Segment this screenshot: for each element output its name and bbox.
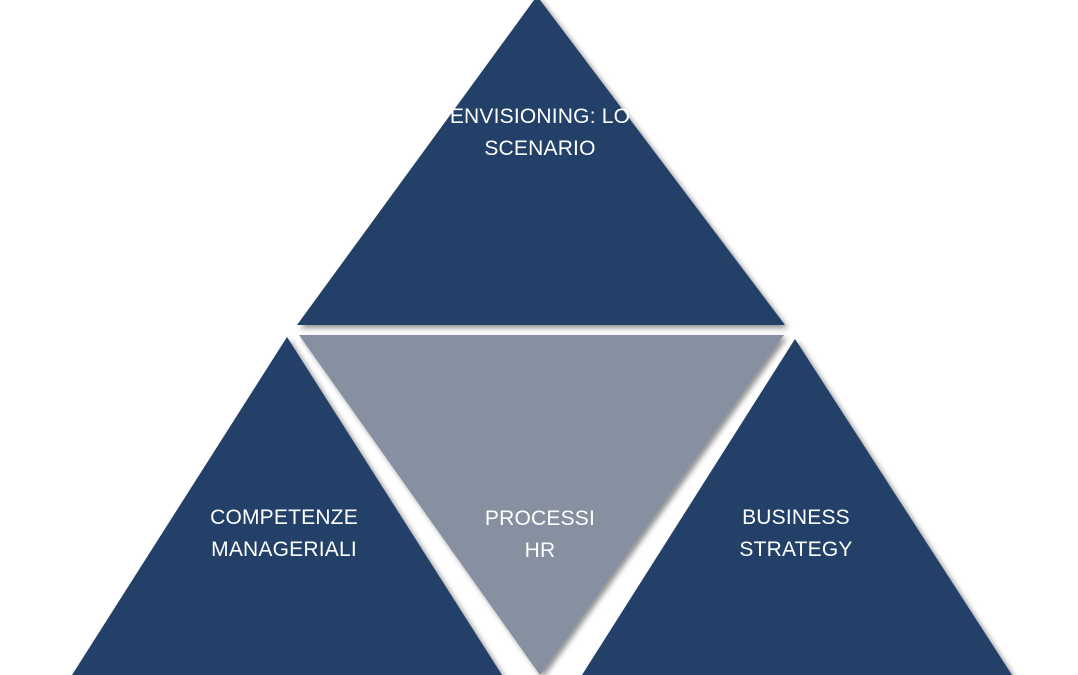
- right-label-line-1: BUSINESS: [742, 506, 850, 529]
- right-label-line-2: STRATEGY: [739, 538, 853, 561]
- left-label-line-2: MANAGERIALI: [211, 538, 357, 561]
- left-triangle: [72, 337, 502, 675]
- left-label-line-1: COMPETENZE: [210, 506, 358, 529]
- top-triangle: [297, 0, 785, 325]
- top-label-line-1: ENVISIONING: LO: [449, 105, 631, 128]
- center-triangle: [299, 335, 784, 675]
- right-triangle: [582, 339, 1012, 675]
- center-triangle-label: PROCESSI HR: [440, 503, 640, 567]
- center-label-line-1: PROCESSI: [484, 507, 596, 530]
- right-triangle-label: BUSINESS STRATEGY: [696, 502, 896, 566]
- top-label-line-2: SCENARIO: [484, 137, 596, 160]
- left-triangle-label: COMPETENZE MANAGERIALI: [184, 502, 384, 566]
- center-label-line-2: HR: [524, 539, 556, 562]
- top-triangle-label: ENVISIONING: LO SCENARIO: [440, 101, 640, 165]
